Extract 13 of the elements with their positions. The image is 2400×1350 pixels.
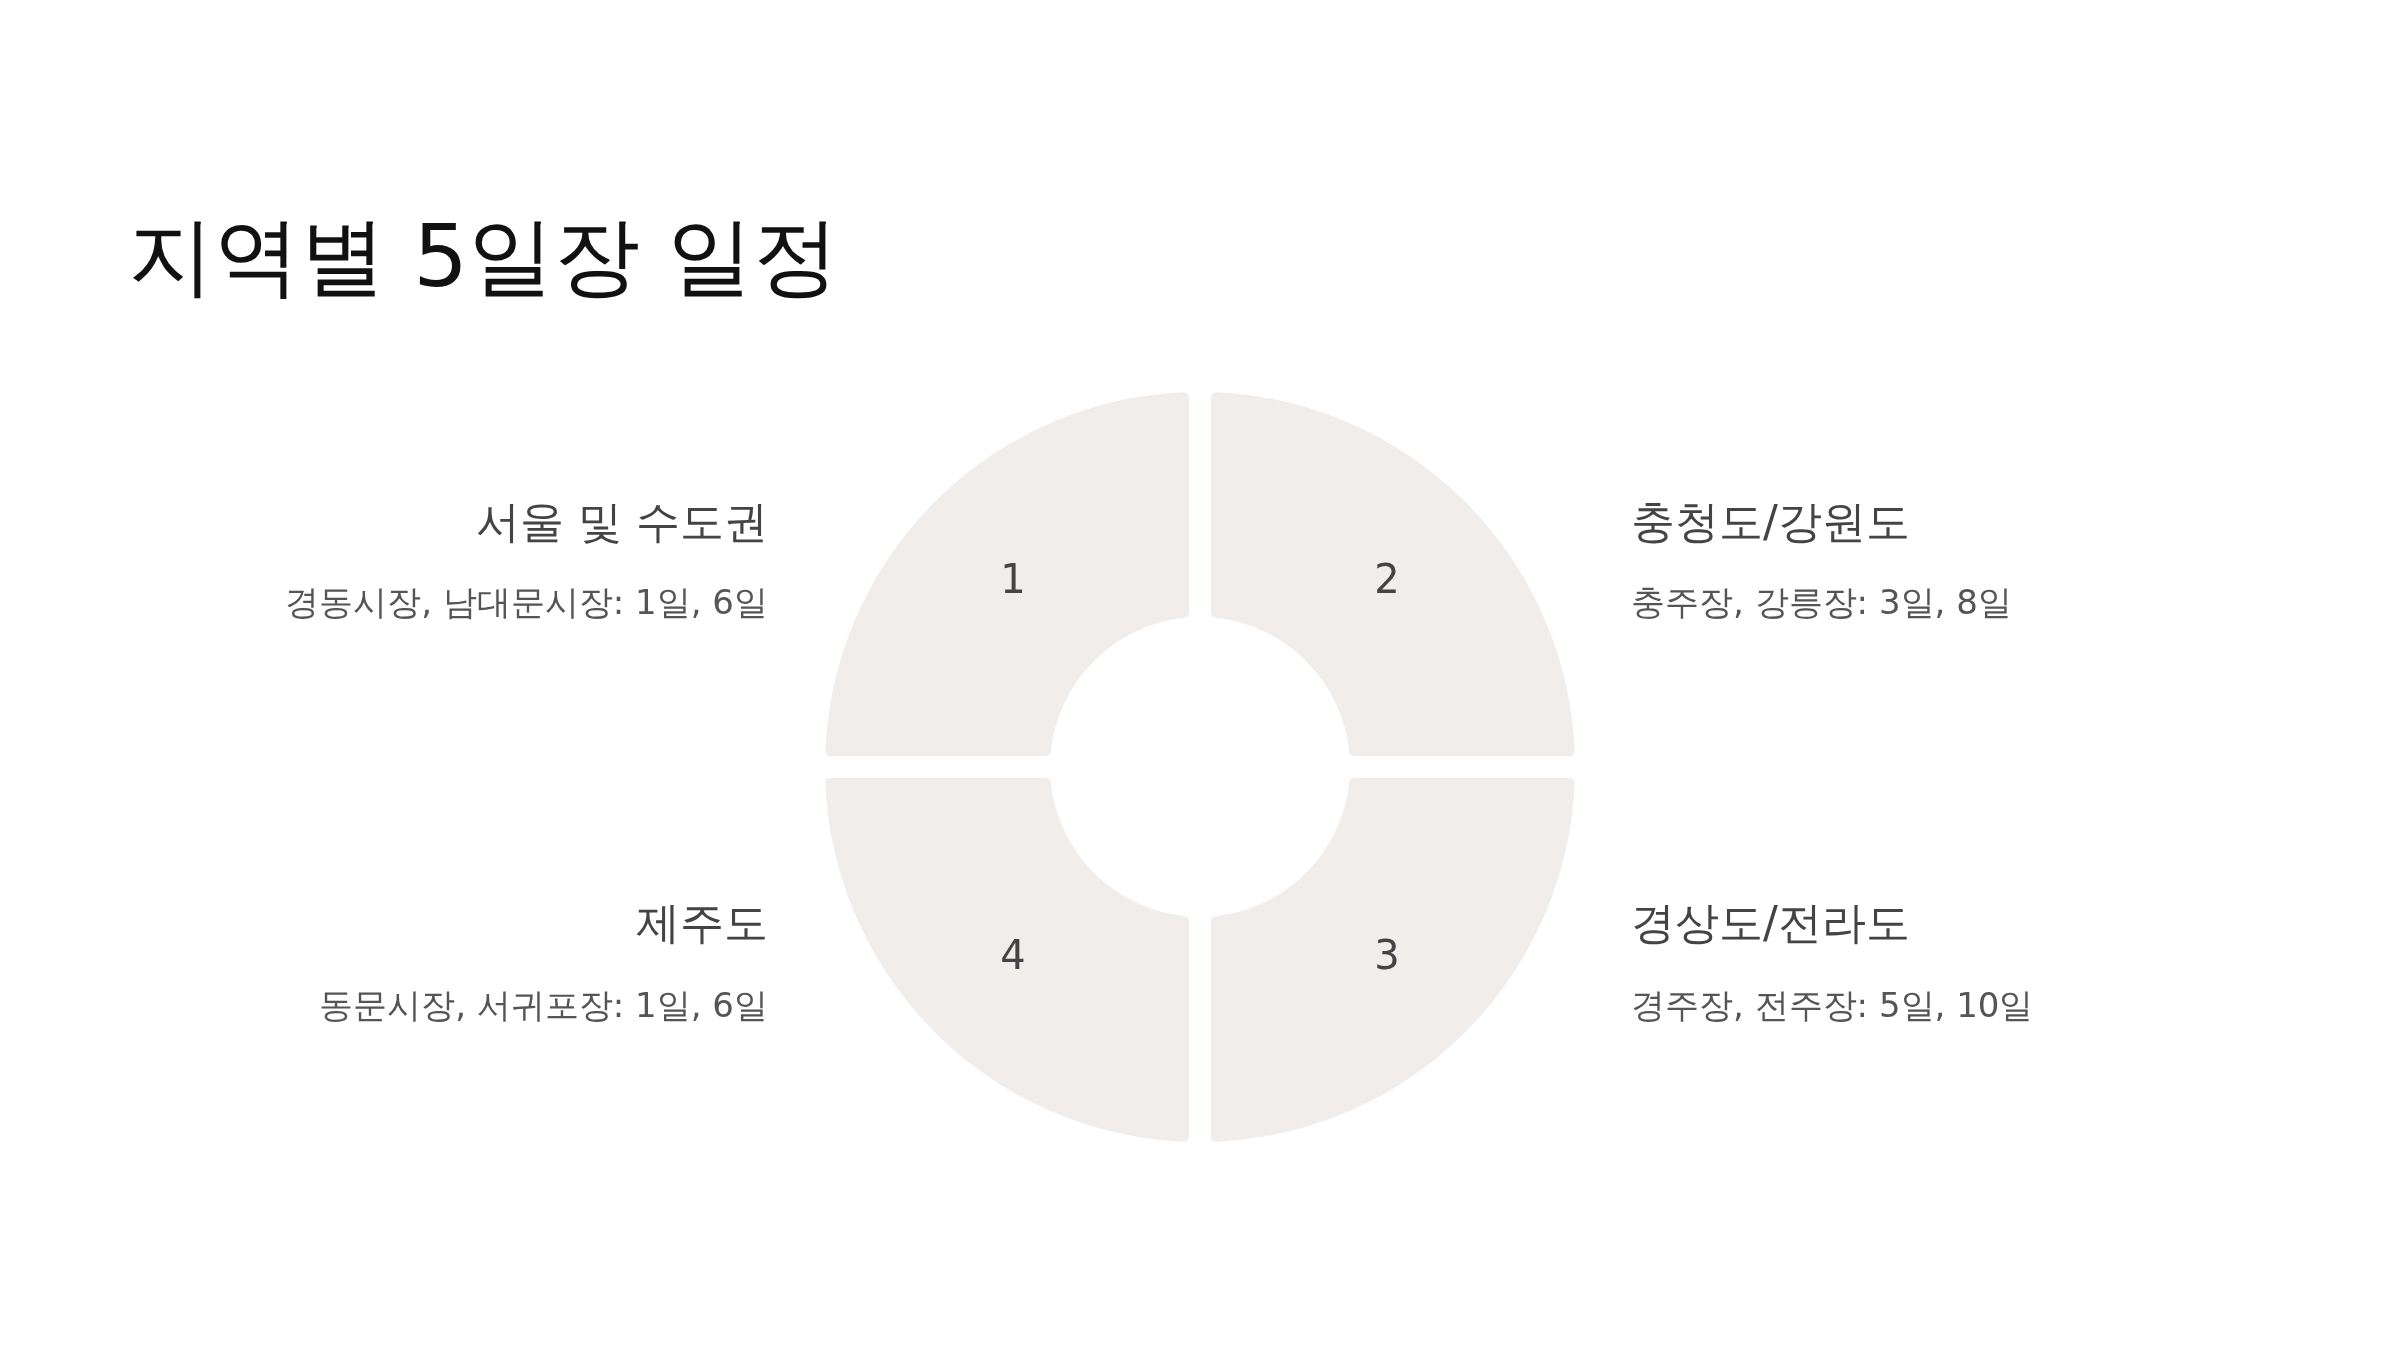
region-heading: 충청도/강원도 (1631, 495, 1910, 549)
region-heading: 경상도/전라도 (1631, 896, 1910, 950)
region-heading: 제주도 (636, 896, 768, 950)
market-schedule: 경동시장, 남대문시장: 1일, 6일 (285, 581, 768, 623)
market-schedule: 동문시장, 서귀포장: 1일, 6일 (319, 984, 768, 1026)
market-schedule: 경주장, 전주장: 5일, 10일 (1631, 984, 2034, 1026)
region-heading: 서울 및 수도권 (476, 495, 768, 549)
segment-number: 3 (1374, 935, 1400, 975)
segment-number: 2 (1374, 559, 1400, 599)
segment-number: 1 (1000, 559, 1026, 599)
market-schedule: 충주장, 강릉장: 3일, 8일 (1631, 581, 2012, 623)
title: 지역별 5일장 일정 (128, 205, 840, 308)
segment-number: 4 (1000, 935, 1026, 975)
